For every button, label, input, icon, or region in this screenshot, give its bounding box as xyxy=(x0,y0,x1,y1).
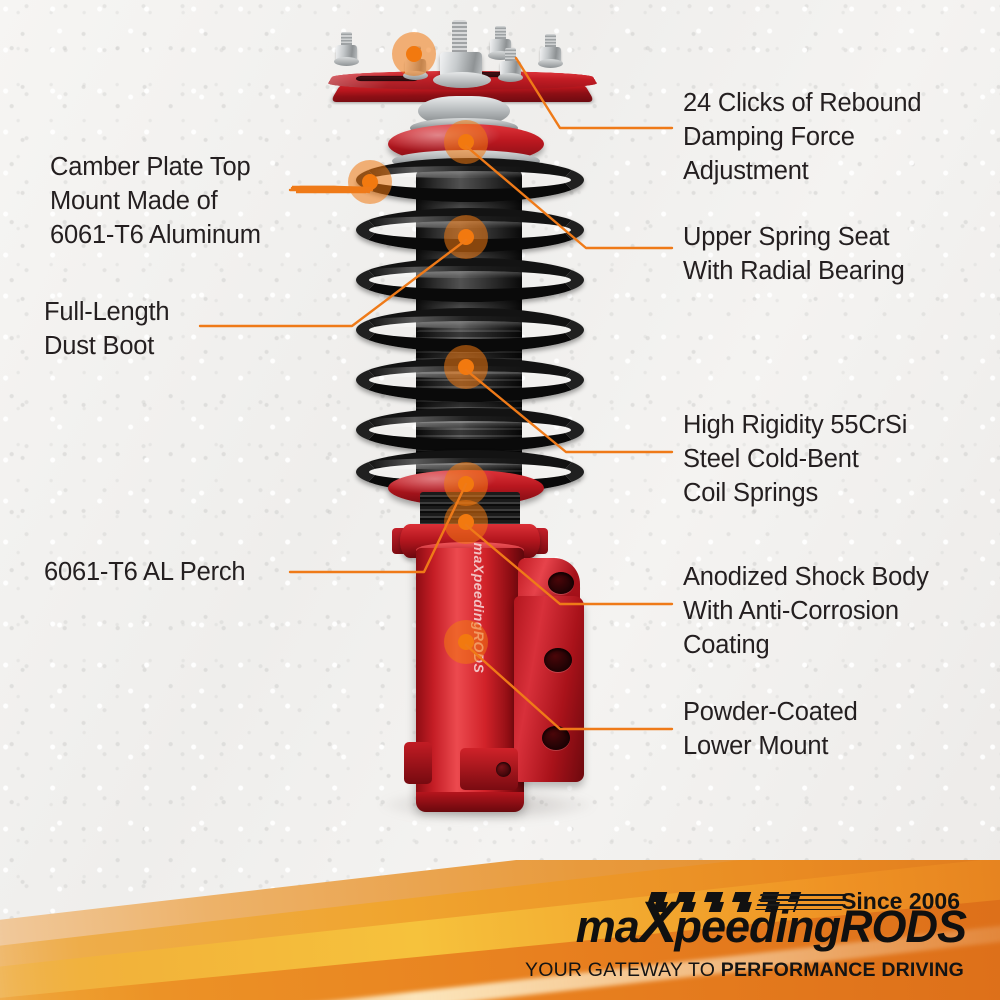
bolt-shank xyxy=(341,32,352,49)
callout-shock-body: Anodized Shock Body With Anti-Corrosion … xyxy=(683,563,929,659)
bracket-hole-lower xyxy=(542,726,570,750)
bolt-flange xyxy=(538,59,563,68)
callout-camber-plate: Camber Plate Top Mount Made of 6061-T6 A… xyxy=(50,153,261,249)
callout-lower-mount: Powder-Coated Lower Mount xyxy=(683,698,858,760)
brand-tagline: YOUR GATEWAY TO PERFORMANCE DRIVING xyxy=(525,959,964,982)
bolt-shank xyxy=(505,48,516,65)
bolt-flange xyxy=(334,57,359,66)
tagline-light: YOUR GATEWAY TO xyxy=(525,959,721,981)
shock-bottom-cap xyxy=(416,792,524,812)
logo-mid: peeding xyxy=(674,901,841,952)
bolt-shank xyxy=(545,34,556,51)
bracket-hole-upper xyxy=(548,572,574,594)
plate-bolt-mid xyxy=(498,48,523,82)
mount-foot-left xyxy=(404,742,432,784)
marker-dot-shock-body xyxy=(444,500,488,544)
bolt-shank xyxy=(495,26,506,43)
marker-dot-camber-plate xyxy=(348,160,392,204)
center-washer xyxy=(433,72,491,88)
mount-foot-bolt xyxy=(496,762,511,777)
plate-bolt-left xyxy=(334,32,359,66)
logo-suffix: RODS xyxy=(839,901,967,952)
callout-dust-boot: Full-Length Dust Boot xyxy=(44,298,170,360)
tagline-bold: PERFORMANCE DRIVING xyxy=(720,959,964,981)
marker-dot-lower-mount xyxy=(444,620,488,664)
callout-rebound-damping: 24 Clicks of Rebound Damping Force Adjus… xyxy=(683,89,922,185)
bolt-flange xyxy=(498,73,523,82)
callout-coil-springs: High Rigidity 55CrSi Steel Cold-Bent Coi… xyxy=(683,411,908,507)
bracket-hole-mid xyxy=(544,648,572,672)
callout-al-perch: 6061-T6 AL Perch xyxy=(44,558,246,586)
coil-turn-3 xyxy=(356,258,584,302)
since-label: Since 2006 xyxy=(841,888,960,914)
logo-prefix: ma xyxy=(575,901,640,952)
marker-dot-dust-boot xyxy=(444,215,488,259)
callout-upper-spring-seat: Upper Spring Seat With Radial Bearing xyxy=(683,223,905,285)
brand-banner: Since 2006 maXpeedingRODS YOUR GATEWAY T… xyxy=(0,860,1000,1000)
logo-wordmark: maXpeedingRODS xyxy=(575,894,967,952)
marker-dot-upper-seat xyxy=(444,120,488,164)
lower-mount-bracket xyxy=(514,596,584,782)
plate-bolt-right xyxy=(538,34,563,68)
bolt-flange xyxy=(488,51,513,60)
logo-x-glyph: X xyxy=(638,890,678,955)
damping-adjuster-stud xyxy=(452,20,467,56)
maxpeedingrods-logo: Since 2006 maXpeedingRODS YOUR GATEWAY T… xyxy=(525,886,967,981)
product-image-coilover: maXpeedingRODS xyxy=(300,0,640,860)
marker-dot-coil-spring xyxy=(444,345,488,389)
marker-dot-rebound xyxy=(392,32,436,76)
coil-turn-6 xyxy=(356,408,584,452)
